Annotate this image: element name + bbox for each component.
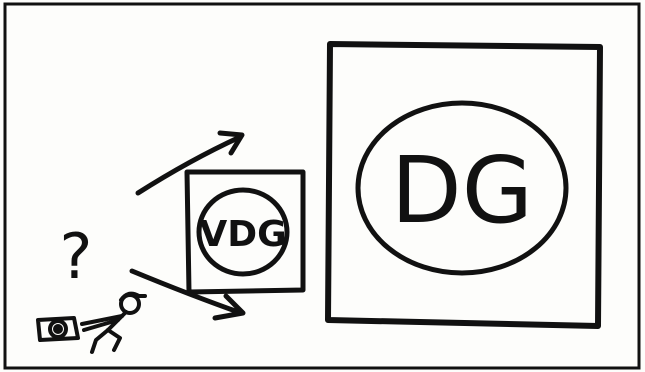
question-mark: ? — [60, 220, 93, 293]
stick-figure-with-camera-icon — [38, 294, 145, 352]
outer-border — [5, 4, 639, 368]
large-box-label: DG — [391, 137, 533, 244]
small-box-label: VDG — [199, 214, 286, 255]
